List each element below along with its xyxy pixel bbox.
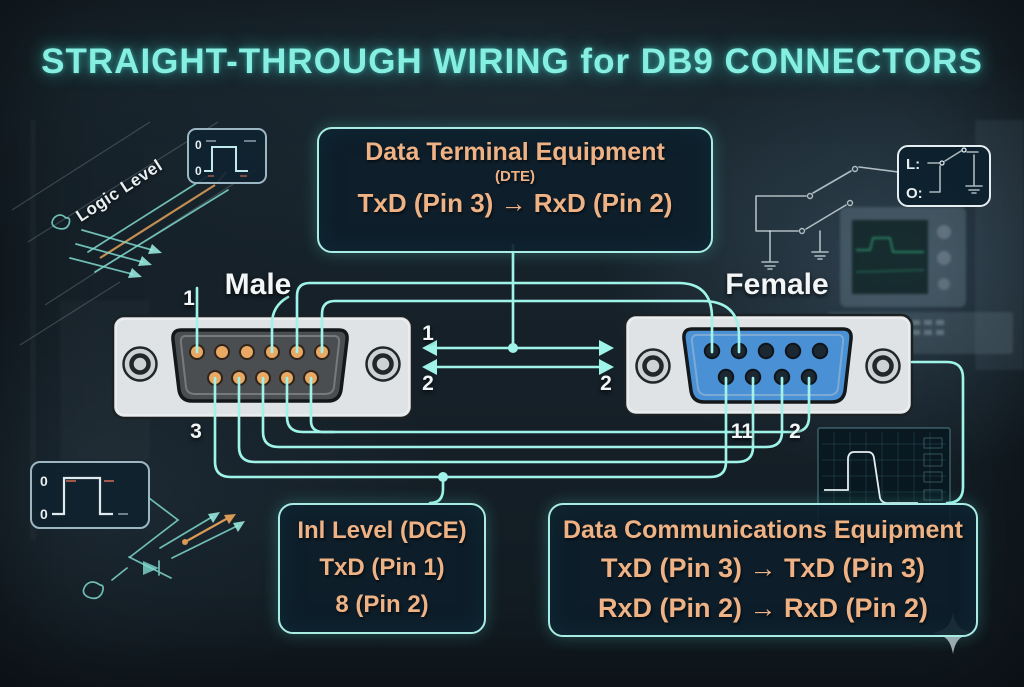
arrowhead-left-1 bbox=[422, 340, 437, 356]
dce-left-info-box: Inl Level (DCE) TxD (Pin 1) 8 (Pin 2) bbox=[278, 503, 486, 634]
male-connector-label: Male bbox=[224, 268, 292, 301]
dce-left-line2: TxD (Pin 1) bbox=[319, 554, 445, 581]
logic-level-sketch bbox=[11, 121, 259, 346]
pulse-top-low-zero: 0 bbox=[195, 164, 202, 178]
mid-label-2-right: 2 bbox=[600, 372, 612, 395]
switch-schematic-sketch bbox=[755, 165, 899, 270]
wire-pin4-stub bbox=[270, 295, 290, 354]
switch-low-label: O: bbox=[906, 185, 923, 202]
wire-loop-inner bbox=[285, 376, 811, 434]
female-connector-label: Female bbox=[725, 268, 829, 301]
female-connector bbox=[623, 313, 914, 417]
arrowhead-right-2 bbox=[599, 359, 614, 375]
dce-left-line3: 8 (Pin 2) bbox=[335, 591, 429, 618]
dte-pin-mapping: TxD (Pin 3) → RxD (Pin 2) bbox=[357, 188, 673, 218]
male-pin3-label: 3 bbox=[190, 420, 202, 443]
female-pin11-label: 11 bbox=[730, 420, 754, 443]
wire-pin11-merge bbox=[309, 376, 336, 434]
pulse-bottom-low-zero: 0 bbox=[40, 506, 48, 522]
arrowhead-right-1 bbox=[599, 340, 614, 356]
page-title: STRAIGHT-THROUGH WIRING for DB9 CONNECTO… bbox=[41, 42, 983, 81]
pulse-top-high-zero: 0 bbox=[195, 138, 202, 152]
arrowhead-left-2 bbox=[422, 359, 437, 375]
dte-info-box: Data Terminal Equipment (DTE) TxD (Pin 3… bbox=[317, 127, 713, 253]
mid-label-2-left: 2 bbox=[422, 372, 434, 395]
wire-female-to-dce-right bbox=[910, 360, 965, 505]
wire-txd-top-bus1 bbox=[295, 281, 714, 354]
wire-loop-outer bbox=[213, 376, 728, 479]
wire-layer bbox=[195, 243, 965, 505]
dce-right-line3: RxD (Pin 2) → RxD (Pin 2) bbox=[597, 593, 929, 623]
dte-abbrev: (DTE) bbox=[495, 168, 535, 185]
wire-loop-3 bbox=[261, 376, 784, 449]
male-pin1-label: 1 bbox=[183, 287, 195, 310]
wire-dce-stub bbox=[428, 475, 445, 505]
junction-dot-dce bbox=[438, 472, 448, 482]
dce-right-line2: TxD (Pin 3) → TxD (Pin 3) bbox=[600, 553, 926, 583]
logic-pulse-panel-bottom: 0 0 bbox=[30, 461, 245, 600]
pulse-bottom-high-zero: 0 bbox=[40, 473, 48, 489]
mid-label-1: 1 bbox=[422, 322, 434, 345]
dce-right-info-box: Data Communications Equipment TxD (Pin 3… bbox=[548, 503, 978, 637]
dte-title: Data Terminal Equipment bbox=[365, 138, 665, 166]
dce-right-title: Data Communications Equipment bbox=[562, 516, 964, 544]
wire-loop-2 bbox=[237, 376, 755, 464]
female-pin2-label: 2 bbox=[789, 420, 801, 443]
dce-left-title: Inl Level (DCE) bbox=[297, 517, 467, 544]
switch-high-label: L: bbox=[906, 156, 920, 173]
logic-pulse-panel-top: 0 0 bbox=[187, 128, 267, 184]
switch-level-panel: L: O: bbox=[897, 145, 991, 207]
female-dshell bbox=[682, 327, 853, 404]
wire-txd-top-bus2 bbox=[320, 299, 741, 354]
male-connector bbox=[111, 314, 414, 420]
junction-dot-dte bbox=[508, 343, 518, 353]
